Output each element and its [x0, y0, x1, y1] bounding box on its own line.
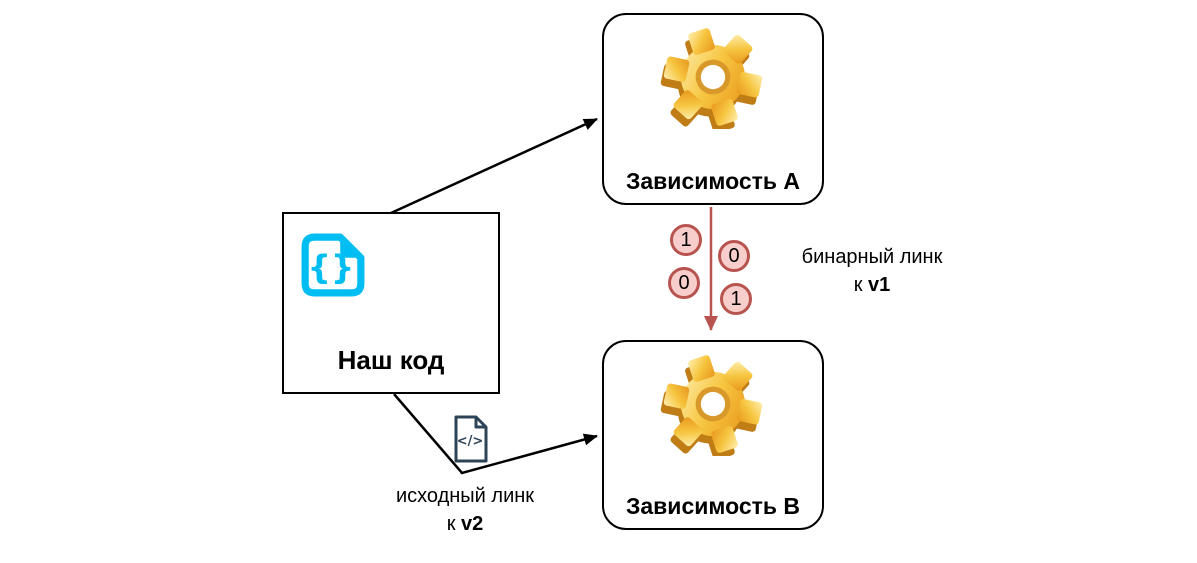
binary-digit-circle-4: 1 [720, 283, 752, 315]
edge-our-code-to-dep-b [393, 393, 598, 475]
source-link-version: v2 [461, 513, 484, 535]
binary-link-label: бинарный линк к v1 [772, 243, 972, 299]
edge-our-code-to-dep-a [390, 117, 598, 215]
binary-digit: 0 [678, 271, 690, 294]
node-dep-a: Зависимость A [602, 13, 824, 205]
gear-icon [659, 25, 767, 134]
node-label-dep-a: Зависимость A [625, 168, 801, 194]
binary-link-label-line2: к v1 [853, 274, 891, 296]
node-label-dep-b: Зависимость B [625, 493, 801, 519]
binary-link-version: v1 [868, 274, 891, 296]
source-link-label-line1: исходный линк [395, 485, 535, 507]
source-link-label: исходный линк к v2 [365, 482, 565, 538]
binary-digit: 1 [680, 228, 692, 251]
svg-text:</>: </> [457, 434, 484, 449]
node-dep-b: Зависимость B [602, 340, 824, 530]
svg-text:{}: {} [307, 247, 354, 286]
node-label-our-code: Наш код [337, 345, 445, 375]
gear-icon [659, 352, 767, 461]
source-file-icon: </> [452, 415, 490, 463]
binary-digit: 1 [730, 287, 742, 310]
binary-digit-circle-2: 0 [668, 267, 700, 299]
node-our-code: {} Наш код [282, 212, 500, 394]
code-file-icon: {} [300, 232, 366, 298]
source-link-label-line2: к v2 [446, 513, 484, 535]
binary-digit: 0 [728, 244, 740, 267]
binary-link-label-line1: бинарный линк [801, 246, 943, 268]
binary-digit-circle-1: 1 [670, 224, 702, 256]
binary-digit-circle-3: 0 [718, 240, 750, 272]
